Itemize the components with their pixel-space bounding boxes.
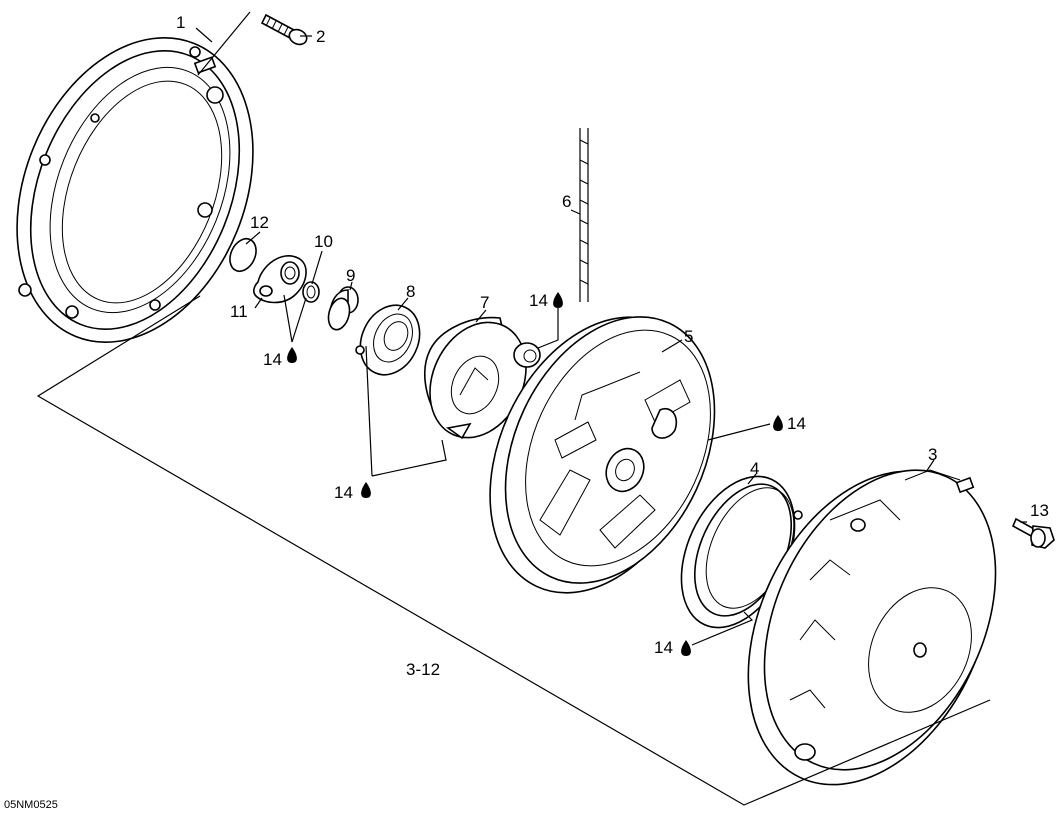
callout-14: 14 [529, 291, 548, 310]
callout-6: 6 [562, 192, 571, 211]
part-11-bushing-plate [253, 255, 307, 304]
lubricant-drop-icon [361, 482, 371, 498]
lubricant-drop-icon [773, 415, 783, 431]
part-7-spring-housing [424, 316, 541, 440]
callout-12: 12 [250, 213, 269, 232]
callout-14: 14 [334, 483, 353, 502]
callout-1: 1 [176, 13, 185, 32]
part-9-cap [327, 286, 359, 331]
lubricant-drop-icon [553, 292, 563, 308]
callout-3: 3 [928, 445, 937, 464]
callout-9: 9 [346, 266, 355, 285]
lubricant-drop-icon [287, 347, 297, 363]
callout-7: 7 [480, 293, 489, 312]
callout-11: 11 [230, 302, 248, 321]
part-1-housing [16, 37, 254, 343]
callout-5: 5 [684, 327, 693, 346]
part-8-spring [355, 304, 421, 376]
part-13-bolt [1011, 517, 1055, 549]
callout-10: 10 [314, 232, 333, 251]
part-12-disc [229, 237, 257, 273]
part-2-screw [260, 13, 308, 46]
part-6-rope [579, 128, 589, 302]
part-3-cover [747, 469, 997, 786]
callout-14: 14 [787, 414, 806, 433]
callout-14: 14 [263, 350, 282, 369]
callout-13: 13 [1030, 501, 1049, 520]
figure-reference: 05NM0525 [4, 799, 58, 811]
leader-lines [36, 11, 1027, 806]
callout-3-12: 3-12 [406, 660, 440, 679]
callout-4: 4 [750, 459, 759, 478]
part-10-o-ring [302, 281, 320, 303]
callout-14: 14 [654, 638, 673, 657]
lubricant-drop-icon [681, 640, 691, 656]
callout-8: 8 [406, 282, 415, 301]
part-5-rope-sheave [489, 316, 716, 594]
callout-2: 2 [316, 27, 325, 46]
